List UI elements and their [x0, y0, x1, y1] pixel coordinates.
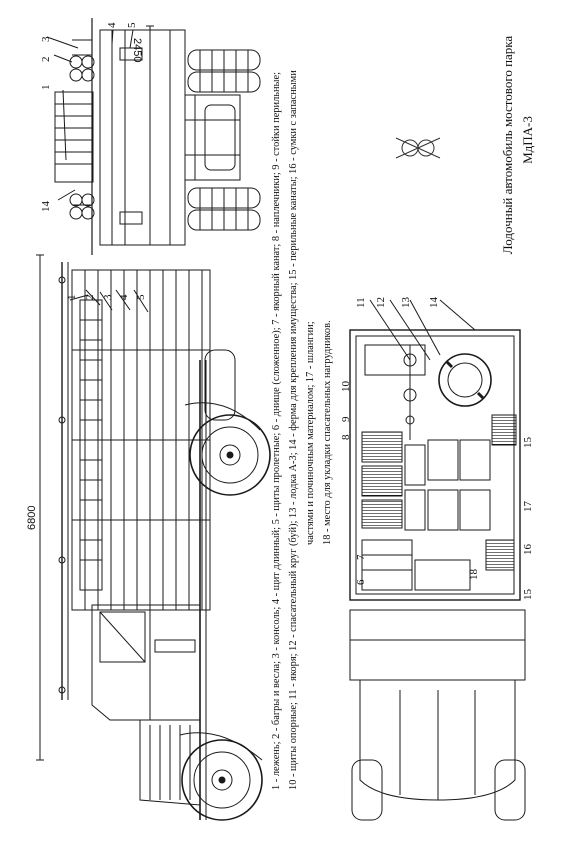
rear-label-3: 3 — [40, 36, 52, 43]
top-label-7: 7 — [355, 554, 367, 561]
side-label-5: 5 — [135, 294, 147, 301]
top-label-16: 16 — [522, 544, 534, 555]
drawing-title-line-1: Лодочный автомобиль мостового парка — [500, 35, 515, 255]
legend-line-3: частями и починочным материалом; 17 - шл… — [305, 321, 316, 545]
emblem — [395, 137, 441, 159]
top-label-15b: 15 — [522, 589, 534, 600]
rear-view — [46, 18, 261, 255]
rear-label-2: 2 — [40, 56, 52, 63]
side-label-4: 4 — [118, 294, 130, 301]
top-label-18: 18 — [468, 569, 480, 580]
legend-line-1: 1 - лежень; 2 - багры и весла; 3 - консо… — [271, 71, 282, 790]
top-view — [349, 299, 526, 821]
rear-label-14: 14 — [40, 201, 52, 212]
dimension-length: 6800 — [26, 505, 38, 530]
rear-label-1: 1 — [40, 84, 52, 91]
drawing-title-line-2: МдПА-3 — [520, 116, 535, 164]
top-label-8: 8 — [340, 434, 352, 441]
top-label-9: 9 — [340, 416, 352, 423]
side-label-3: 3 — [102, 294, 114, 301]
top-label-14: 14 — [428, 297, 440, 308]
legend-line-2: 10 - щиты опорные; 11 - якоря; 12 - спас… — [288, 70, 299, 790]
top-label-10: 10 — [340, 381, 352, 392]
top-label-17: 17 — [522, 501, 534, 512]
top-label-6: 6 — [355, 579, 367, 586]
top-label-11: 11 — [355, 297, 367, 308]
legend-line-4: 18 - место для укладки спасательных нагр… — [322, 320, 333, 545]
side-label-1: 1 — [66, 294, 78, 301]
top-label-13: 13 — [400, 297, 412, 308]
top-label-12: 12 — [375, 297, 387, 308]
rear-label-5: 5 — [126, 22, 138, 29]
dimension-width: 2450 — [131, 38, 143, 63]
top-label-15a: 15 — [522, 437, 534, 448]
side-view — [36, 254, 271, 821]
side-label-2: 2 — [84, 294, 96, 301]
rear-label-4: 4 — [106, 22, 118, 29]
